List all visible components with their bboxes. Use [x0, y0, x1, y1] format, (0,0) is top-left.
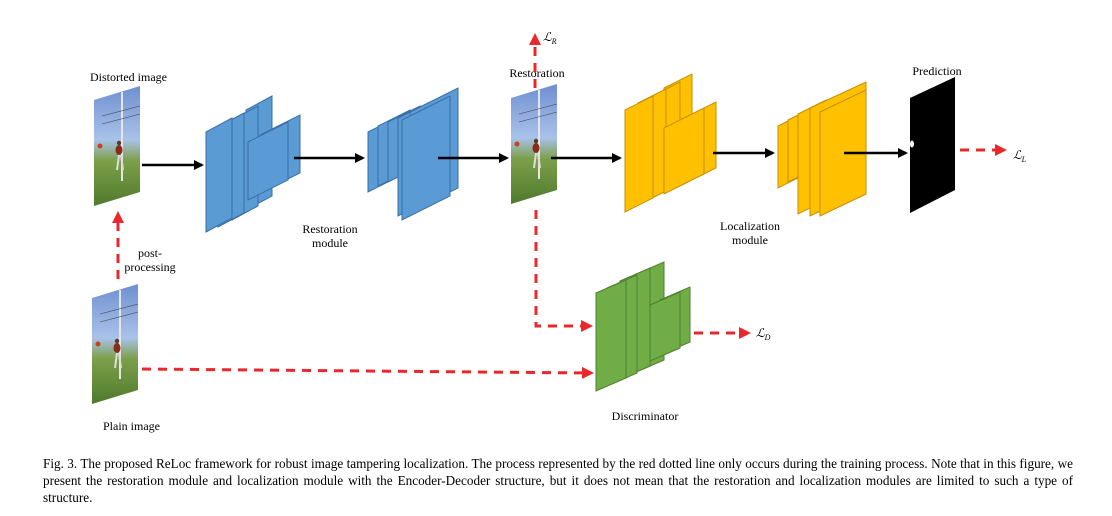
figure-caption: Fig. 3. The proposed ReLoc framework for… — [43, 456, 1073, 505]
restoration-decoder-block — [367, 87, 459, 221]
loss-l-label: ℒL — [1013, 148, 1027, 164]
loss-d-label: ℒD — [756, 326, 771, 342]
restoration-encoder-block — [205, 95, 301, 233]
post-processing-label-2: processing — [124, 260, 175, 274]
arrow-plain-to-discriminator — [141, 366, 594, 379]
localization-module-label-1: Localization — [720, 219, 780, 233]
training-arrows — [141, 33, 1007, 379]
restoration-output-image — [510, 83, 558, 205]
localization-module-label-2: module — [732, 233, 768, 247]
post-processing-label-1: post- — [138, 246, 162, 260]
distorted-image — [93, 85, 141, 207]
arrow-restoration-to-discriminator — [534, 210, 593, 332]
plain-image — [91, 283, 139, 405]
localization-decoder-block — [777, 81, 867, 217]
localization-encoder-block — [624, 73, 717, 213]
restoration-output-label: Restoration — [509, 66, 564, 80]
plain-image-label: Plain image — [103, 419, 160, 433]
distorted-image-label: Distorted image — [90, 70, 167, 84]
restoration-module-label-1: Restoration — [302, 222, 357, 236]
discriminator-label: Discriminator — [612, 409, 679, 423]
restoration-module-label-2: module — [312, 236, 348, 250]
prediction-label: Prediction — [912, 64, 961, 78]
loss-r-label: ℒR — [543, 30, 557, 46]
prediction-mask-highlight — [910, 140, 914, 148]
discriminator-block — [595, 261, 691, 392]
forward-arrows — [142, 148, 908, 170]
prediction-mask — [910, 77, 955, 213]
